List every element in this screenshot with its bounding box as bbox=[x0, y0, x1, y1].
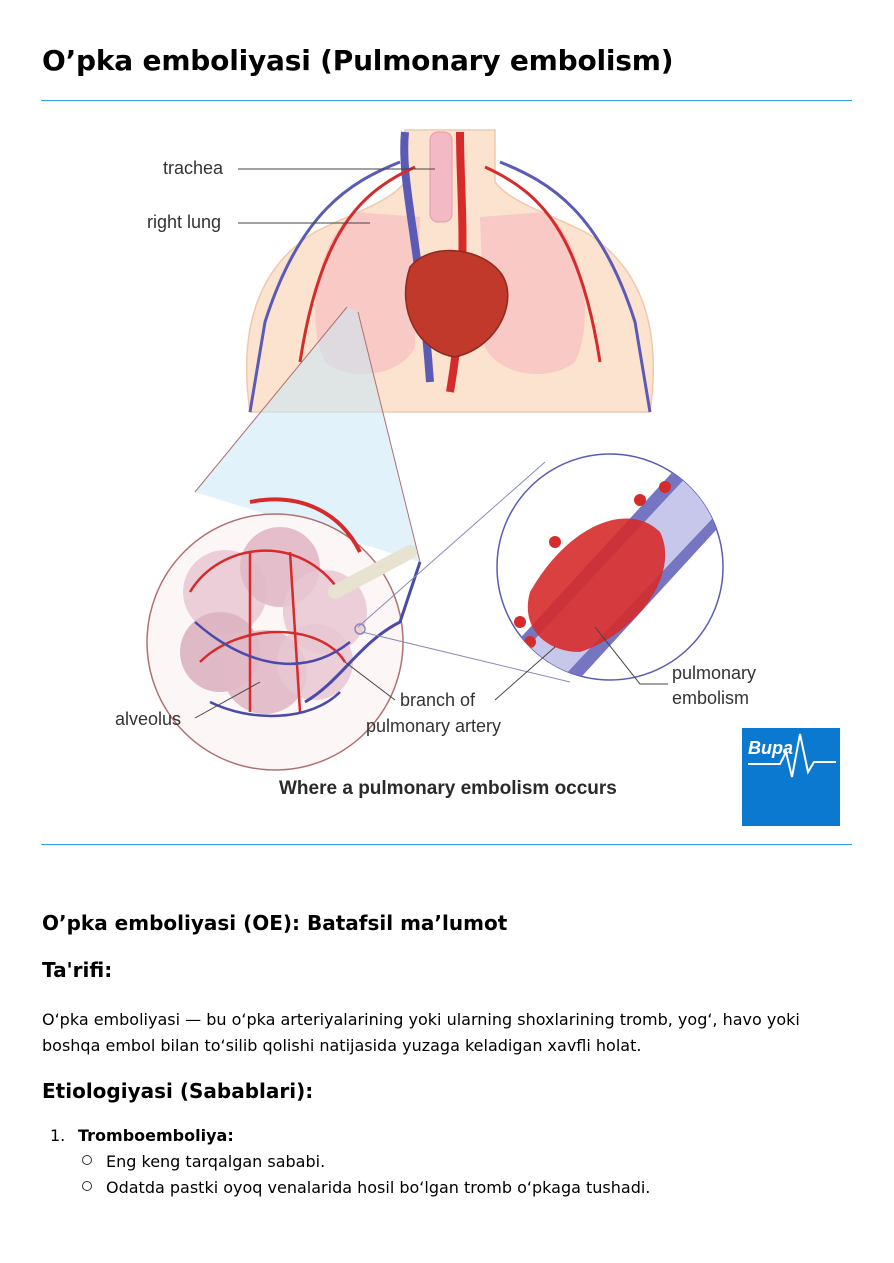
svg-text:Bupa: Bupa bbox=[748, 738, 793, 758]
leader-line bbox=[194, 681, 261, 719]
right-arm-artery bbox=[298, 165, 416, 363]
trachea-shape bbox=[429, 131, 453, 223]
heartbeat-icon bbox=[748, 733, 836, 778]
figure-caption: Where a pulmonary embolism occurs bbox=[279, 778, 617, 799]
label-pe-line1: pulmonary bbox=[672, 663, 756, 683]
label-branch-line1: branch of bbox=[400, 690, 476, 710]
right-arm-vein bbox=[248, 160, 401, 413]
bupa-logo: Bupa bbox=[742, 728, 840, 826]
section-heading-definition: Ta'rifi: bbox=[42, 958, 113, 982]
zoom-cone-left bbox=[195, 307, 420, 562]
leader-line bbox=[594, 626, 668, 685]
label-right-lung: right lung bbox=[147, 212, 221, 232]
label-pe-line2: embolism bbox=[672, 688, 749, 708]
left-arm-artery bbox=[484, 165, 602, 363]
left-arm-vein bbox=[499, 160, 652, 413]
section-heading-main: O’pka emboliyasi (OE): Batafsil ma’lumot bbox=[42, 911, 508, 935]
leader-line bbox=[344, 661, 396, 701]
list-subitem: Eng keng tarqalgan sababi. bbox=[82, 1152, 325, 1171]
zoom-point bbox=[354, 623, 366, 635]
top-divider bbox=[41, 100, 852, 101]
bottom-divider bbox=[41, 844, 852, 845]
heart bbox=[404, 249, 509, 358]
zoom-line bbox=[357, 311, 421, 563]
list-item-title: Tromboemboliya: bbox=[78, 1126, 234, 1145]
list-item-number: 1. bbox=[50, 1126, 66, 1145]
label-trachea: trachea bbox=[163, 158, 224, 178]
zoom-line bbox=[361, 631, 571, 683]
zoom-line bbox=[194, 306, 348, 493]
label-branch-line2: pulmonary artery bbox=[366, 716, 501, 736]
page-title: O’pka emboliyasi (Pulmonary embolism) bbox=[42, 44, 674, 77]
leader-line bbox=[494, 646, 556, 701]
label-alveolus: alveolus bbox=[115, 709, 181, 729]
pulmonary-artery-branch bbox=[304, 561, 422, 704]
definition-paragraph: O‘pka emboliyasi — bu o‘pka arteriyalari… bbox=[42, 1010, 800, 1055]
zoom-line bbox=[357, 461, 546, 628]
anatomy-illustration: trachea right lung alveolus branch of pu… bbox=[115, 129, 840, 826]
left-lung bbox=[480, 212, 585, 374]
bullet-circle-icon bbox=[82, 1155, 92, 1165]
pulmonary-embolism-figure: trachea right lung alveolus branch of pu… bbox=[100, 122, 860, 837]
list-subitem: Odatda pastki oyoq venalarida hosil bo‘l… bbox=[82, 1178, 650, 1197]
bullet-circle-icon bbox=[82, 1181, 92, 1191]
section-heading-etiology: Etiologiyasi (Sabablari): bbox=[42, 1079, 314, 1103]
